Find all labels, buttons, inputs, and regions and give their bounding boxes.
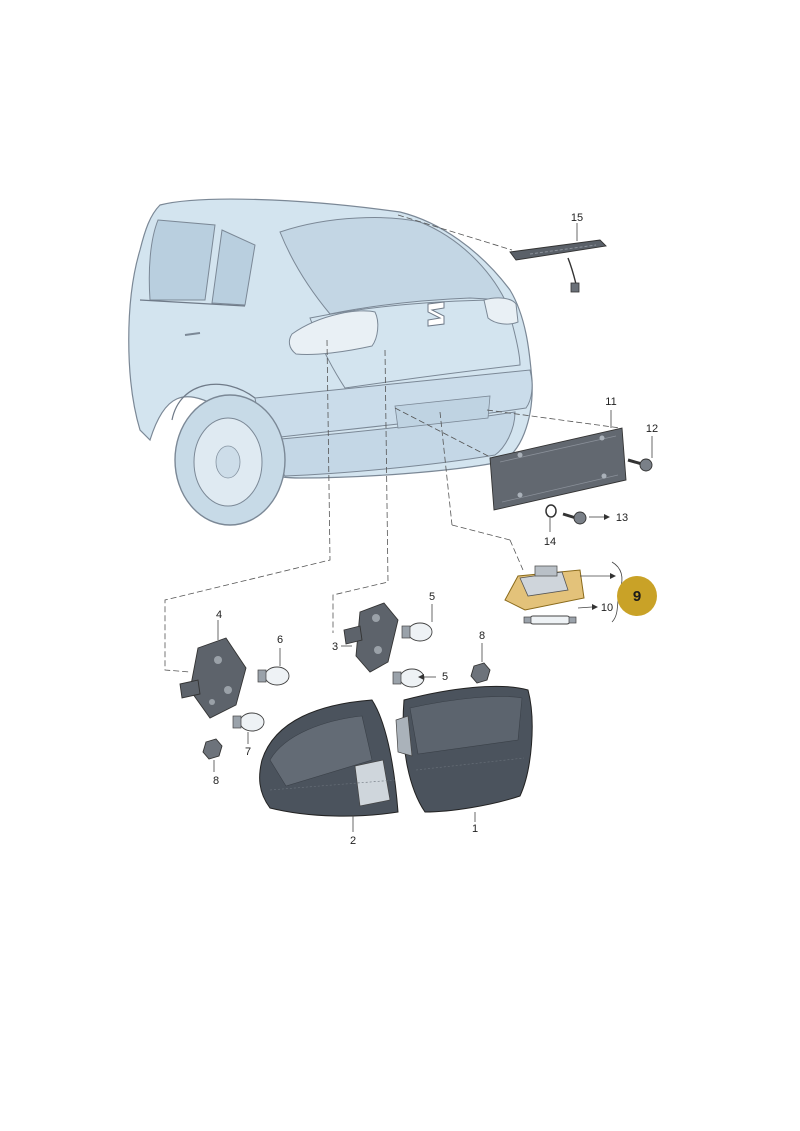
label-13: 13	[616, 512, 628, 524]
tail-lamp-1	[395, 685, 533, 813]
nut-8-left	[202, 738, 223, 760]
label-4: 4	[216, 609, 222, 621]
tail-lamp-2	[259, 699, 399, 817]
label-10: 10	[601, 602, 613, 614]
licence-plate-light	[504, 565, 585, 611]
label-2: 2	[350, 835, 356, 847]
bulb-5-upper	[401, 622, 433, 642]
label-15: 15	[571, 212, 583, 224]
car-rear-body	[128, 198, 533, 526]
callout-9-label: 9	[633, 588, 641, 605]
screw-12	[627, 458, 653, 472]
callout-9[interactable]: 9	[617, 576, 657, 616]
label-5-lower: 5	[442, 671, 448, 683]
label-12: 12	[646, 423, 658, 435]
label-11: 11	[605, 396, 616, 408]
bulb-holder-3	[343, 602, 399, 673]
label-8-right: 8	[479, 630, 485, 642]
label-1: 1	[472, 823, 478, 835]
nut-8-right	[470, 662, 491, 684]
bulb-holder-4	[179, 637, 247, 719]
festoon-bulb-10	[523, 615, 577, 625]
third-brake-light	[509, 239, 607, 293]
bulb-7	[232, 712, 265, 732]
bulb-5-lower	[392, 668, 425, 688]
label-3: 3	[332, 641, 338, 653]
washer-14	[545, 504, 557, 518]
label-14: 14	[544, 536, 556, 548]
label-6: 6	[277, 634, 283, 646]
screw-13	[562, 511, 587, 525]
label-7: 7	[245, 746, 251, 758]
label-8-left: 8	[213, 775, 219, 787]
plate-base	[489, 427, 627, 511]
bulb-6	[257, 666, 290, 686]
label-5-upper: 5	[429, 591, 435, 603]
